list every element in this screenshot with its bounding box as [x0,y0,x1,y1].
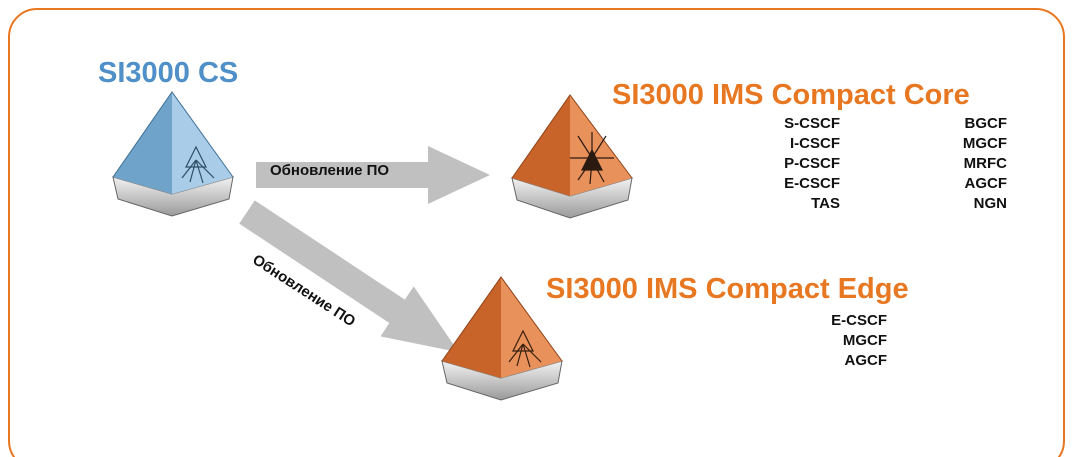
core-function-item: MGCF [962,135,1007,152]
core-function-item: BGCF [964,115,1008,132]
core-function-item: TAS [811,195,840,212]
edge-functions-list: E-CSCF MGCF AGCF [831,311,887,371]
core-functions-right-list: BGCF MGCF MRFC AGCF NGN [963,114,1007,214]
edge-signal-icon [508,329,542,368]
arrow-to-core-label: Обновление ПО [270,162,390,179]
edge-function-item: E-CSCF [831,312,887,329]
upgrade-arrow-to-edge [239,200,459,353]
core-node-title: SI3000 IMS Compact Core [612,79,970,111]
core-function-item: I-CSCF [790,135,840,152]
edge-function-item: MGCF [842,332,887,349]
core-node-pyramid-icon [510,94,634,219]
core-function-item: AGCF [964,175,1008,192]
core-function-item: NGN [973,195,1007,212]
edge-node-title: SI3000 IMS Compact Edge [546,273,909,305]
core-functions-left-list: S-CSCF I-CSCF P-CSCF E-CSCF TAS [784,114,840,214]
core-burst-icon [570,132,614,185]
core-function-item: P-CSCF [784,155,840,172]
diagram-frame [8,8,1065,457]
cs-node-title: SI3000 CS [98,57,239,89]
core-function-item: E-CSCF [784,175,840,192]
core-function-item: MRFC [963,155,1007,172]
core-function-item: S-CSCF [784,115,840,132]
upgrade-arrow-to-core [256,146,490,204]
cs-node-pyramid-icon [111,91,235,217]
edge-function-item: AGCF [844,352,888,369]
cs-signal-icon [181,145,215,184]
edge-node-pyramid-icon [440,276,564,401]
